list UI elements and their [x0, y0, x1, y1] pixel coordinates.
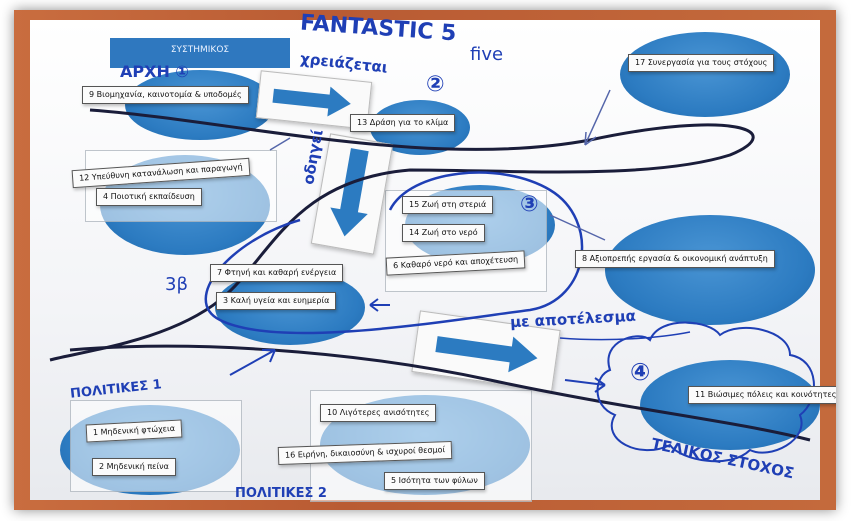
- arrow-right-icon: [272, 86, 351, 117]
- disc-top-right: [620, 32, 790, 117]
- arrow-card-down: [310, 133, 394, 255]
- arrow-card-right-top: [255, 70, 373, 130]
- handwritten-num-two: ②: [426, 72, 445, 97]
- card-sdg-2: 2 Μηδενική πείνα: [92, 458, 176, 476]
- card-sdg-9: 9 Βιομηχανία, καινοτομία & υποδομές: [82, 86, 249, 104]
- black-line-bottom: [69, 344, 811, 442]
- arrow-card-right-bottom: [411, 310, 561, 392]
- card-sdg-15: 15 Ζωή στη στεριά: [402, 196, 494, 214]
- card-sdg-13: 13 Δράση για το κλίμα: [350, 114, 456, 132]
- ink-pointer-12: [269, 137, 291, 151]
- card-sdg-8: 8 Αξιοπρεπής εργασία & οικονομική ανάπτυ…: [575, 250, 775, 268]
- whiteboard: ΣΥΣΤΗΜΙΚΟΣ: [30, 11, 836, 502]
- card-sdg-10: 10 Λιγότερες ανισότητες: [320, 404, 437, 422]
- ink-arrow-1: [229, 349, 276, 376]
- handwritten-five: five: [470, 44, 504, 65]
- card-sdg-5: 5 Ισότητα των φύλων: [384, 472, 485, 490]
- card-sdg-14: 14 Ζωή στο νερό: [402, 224, 485, 242]
- band-label: ΣΥΣΤΗΜΙΚΟΣ: [170, 45, 230, 55]
- arrow-right-icon-2: [435, 336, 538, 373]
- card-sdg-4: 4 Ποιοτική εκπαίδευση: [96, 188, 202, 206]
- handwritten-num-three: ③: [520, 192, 539, 217]
- ink-arrow-4: [369, 298, 390, 312]
- systemic-band: ΣΥΣΤΗΜΙΚΟΣ: [110, 38, 290, 68]
- blue-loop: [204, 171, 584, 335]
- handwritten-3b: 3β: [165, 274, 188, 295]
- sheet-3: [70, 400, 242, 492]
- card-sdg-17: 17 Συνεργασία για τους στόχους: [628, 54, 775, 72]
- ink-pointer-8: [549, 214, 606, 241]
- ink-arrow-3: [584, 89, 611, 146]
- handwritten-politikes-2: ΠΟΛΙΤΙΚΕΣ 2: [235, 486, 327, 501]
- goal-cloud: [596, 321, 815, 463]
- arrow-down-icon: [330, 148, 369, 237]
- handwritten-num-four: ④: [630, 358, 651, 386]
- ink-arrow-2: [564, 377, 606, 393]
- card-sdg-11: 11 Βιώσιμες πόλεις και κοινότητες: [688, 386, 836, 404]
- disc-right: [605, 215, 815, 325]
- underline-me-apotelesma: [559, 331, 691, 341]
- photo-frame: ΣΥΣΤΗΜΙΚΟΣ: [14, 10, 836, 510]
- handwritten-arxh: ΑΡΧΗ ①: [120, 62, 189, 81]
- card-sdg-3: 3 Καλή υγεία και ευημερία: [216, 292, 337, 310]
- card-sdg-7: 7 Φτηνή και καθαρή ενέργεια: [210, 264, 344, 282]
